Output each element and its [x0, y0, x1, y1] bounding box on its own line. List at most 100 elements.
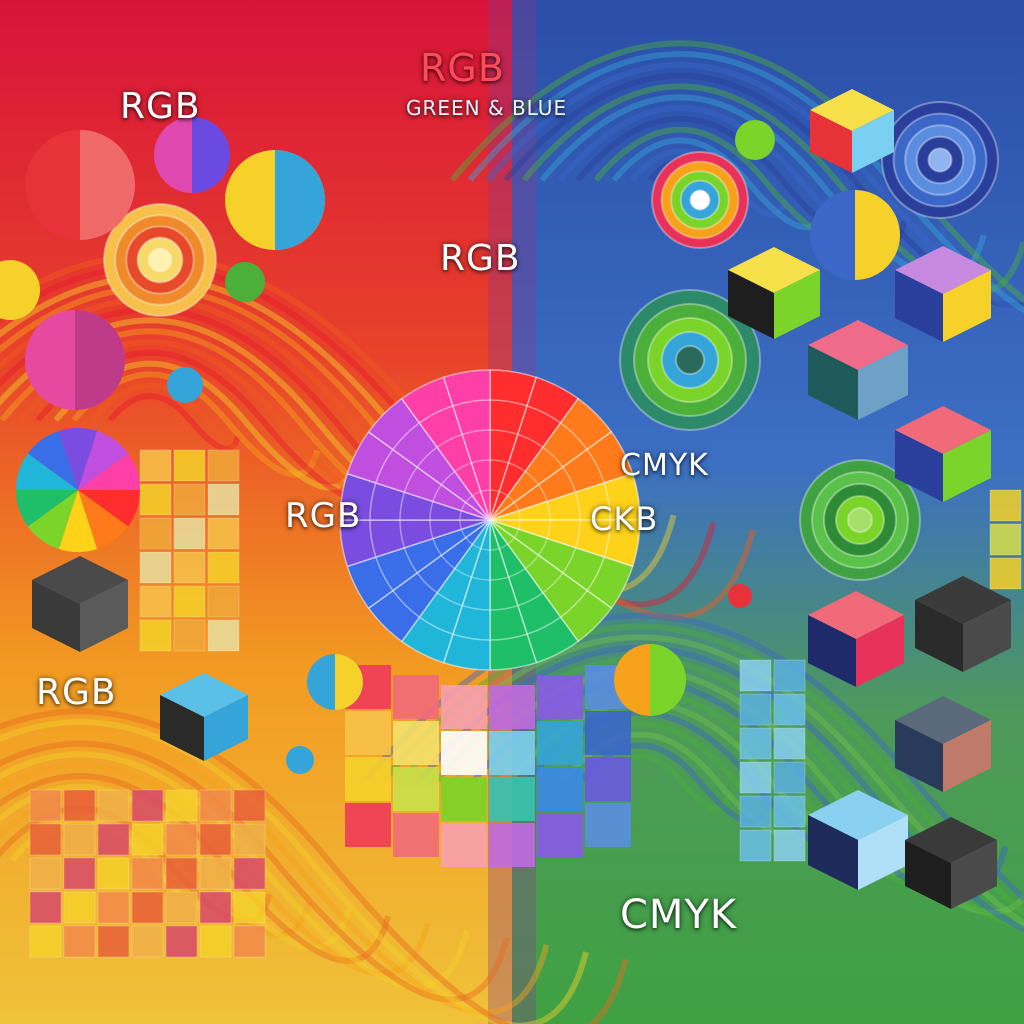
swatch-grid-icon — [173, 483, 206, 516]
wheel-segment — [489, 509, 521, 521]
warm-swirl-stroke — [0, 263, 717, 608]
spiral-icon — [689, 189, 711, 211]
wheel-segment — [464, 494, 491, 521]
color-cube-icon — [808, 615, 856, 687]
swatch-grid-icon — [63, 789, 96, 822]
swatch-grid-icon — [773, 659, 806, 692]
swatch-grid-icon — [199, 789, 232, 822]
label-rgb-left: RGB — [120, 86, 201, 127]
swatch-grid-icon — [63, 891, 96, 924]
cube-swatch — [537, 721, 583, 765]
swatch-grid-icon — [97, 857, 130, 890]
swatch-grid-icon — [989, 557, 1022, 590]
cube-swatch — [441, 731, 487, 775]
color-cube-icon — [808, 815, 858, 890]
cube-swatch — [489, 823, 535, 867]
swatch-grid-icon — [233, 823, 266, 856]
color-cube-icon — [856, 615, 904, 687]
wheel-segment — [489, 489, 501, 521]
wheel-segment — [464, 519, 491, 546]
color-cube-icon — [774, 270, 820, 339]
wheel-segment — [460, 519, 491, 539]
swatch-grid-icon — [233, 857, 266, 890]
swatch-grid-icon — [139, 585, 172, 618]
small-wheel-segment — [58, 490, 98, 552]
swatch-grid-icon — [233, 925, 266, 958]
warm-swirl-stroke — [0, 730, 550, 1016]
wheel-segment — [489, 494, 516, 521]
color-cube-icon — [160, 695, 204, 761]
small-wheel-segment — [58, 428, 98, 490]
swatch-grid-icon — [773, 829, 806, 862]
color-cube-icon — [895, 270, 943, 342]
color-cube-icon — [858, 345, 908, 420]
swatch-grid-icon — [207, 449, 240, 482]
color-orb — [225, 262, 265, 302]
small-wheel-segment — [78, 490, 129, 549]
cube-swatch — [345, 757, 391, 801]
label-rgb-middle: RGB — [440, 238, 521, 279]
label-green-blue: GREEN & BLUE — [406, 96, 568, 120]
color-cube-icon — [943, 270, 991, 342]
color-cube-icon — [80, 580, 128, 652]
swatch-grid-icon — [97, 823, 130, 856]
swatch-grid-icon — [173, 585, 206, 618]
label-rgb-top: RGB — [420, 46, 505, 90]
swatch-grid-icon — [773, 761, 806, 794]
cool-swirl-stroke — [503, 72, 1024, 309]
color-cube-icon — [943, 430, 991, 502]
color-cube-icon — [963, 600, 1011, 672]
wheel-segment — [489, 519, 509, 550]
cube-swatch — [537, 767, 583, 811]
color-orb-half — [335, 654, 363, 710]
cube-swatch — [393, 721, 439, 765]
swatch-grid-icon — [989, 523, 1022, 556]
swatch-grid-icon — [199, 891, 232, 924]
wheel-segment — [460, 501, 491, 521]
wheel-segment — [489, 519, 521, 531]
label-cmyk-middle: CMYK — [620, 448, 709, 483]
label-ckb: CKB — [590, 500, 659, 538]
wheel-segment — [489, 519, 516, 546]
color-orb-half — [855, 190, 900, 280]
cube-swatch — [393, 813, 439, 857]
cube-swatch — [585, 803, 631, 847]
color-orb-half — [80, 130, 135, 240]
swatch-grid-icon — [165, 857, 198, 890]
cube-swatch — [393, 767, 439, 811]
small-wheel-segment — [78, 490, 140, 527]
swatch-grid-icon — [207, 619, 240, 652]
color-cube-icon — [905, 840, 951, 909]
cube-swatch — [393, 675, 439, 719]
color-cube-icon — [943, 720, 991, 792]
color-orb — [735, 120, 775, 160]
warm-swirl-stroke — [0, 719, 589, 1024]
color-cube-icon — [728, 270, 774, 339]
cube-swatch — [345, 803, 391, 847]
color-orb — [286, 746, 314, 774]
color-cube-icon — [810, 110, 852, 173]
wheel-segment — [479, 519, 491, 551]
color-cube-icon — [32, 580, 80, 652]
wheel-segment — [489, 490, 509, 521]
wheel-segment — [489, 519, 501, 551]
color-orb — [167, 367, 203, 403]
cube-swatch — [585, 757, 631, 801]
wheel-segment — [471, 490, 491, 521]
swatch-grid-icon — [139, 449, 172, 482]
small-wheel-segment — [78, 453, 140, 490]
swatch-grid-icon — [207, 483, 240, 516]
swatch-grid-icon — [739, 795, 772, 828]
warm-swirl-stroke — [0, 708, 629, 1024]
cube-swatch — [537, 675, 583, 719]
swatch-grid-icon — [233, 789, 266, 822]
color-cube-icon — [852, 110, 894, 173]
swatch-grid-icon — [97, 789, 130, 822]
label-cmyk-bottom: CMYK — [620, 892, 738, 938]
swatch-grid-icon — [773, 727, 806, 760]
warm-swirl-stroke — [89, 382, 281, 465]
swatch-grid-icon — [29, 857, 62, 890]
cube-swatch — [489, 777, 535, 821]
wheel-segment — [471, 519, 491, 550]
